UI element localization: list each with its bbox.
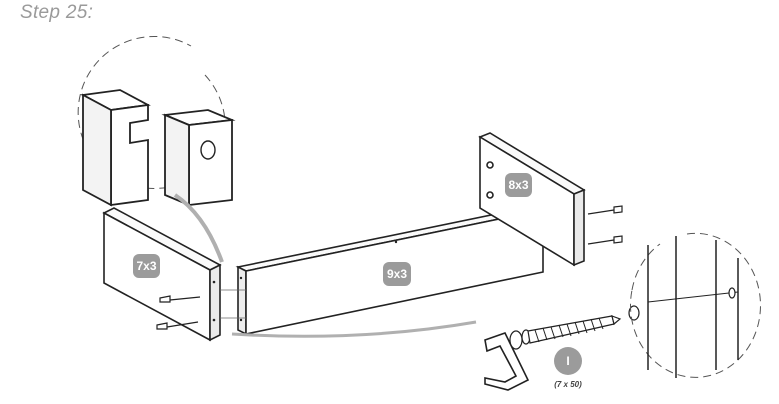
left-panel-badge xyxy=(133,254,160,278)
right-side-panel xyxy=(478,132,586,267)
front-panel-badge xyxy=(383,262,411,286)
right-panel-screws xyxy=(587,205,623,245)
left-panel-label: 7x3 xyxy=(136,259,156,273)
detail-callout-notch xyxy=(77,36,236,263)
hardware-badge xyxy=(554,347,582,375)
right-panel-badge xyxy=(505,173,532,197)
dowel-screw xyxy=(509,315,622,350)
right-panel-label: 8x3 xyxy=(508,178,528,192)
hole-detail-right xyxy=(728,287,736,299)
front-panel-label: 9x3 xyxy=(387,267,407,281)
left-panel-screws xyxy=(156,295,201,330)
hardware-size: (7 x 50) xyxy=(554,380,582,389)
drilled-board-detail xyxy=(161,109,236,207)
left-side-panel xyxy=(102,207,222,342)
step-title: Step 25: xyxy=(20,2,94,23)
detail-callout-hole xyxy=(630,232,761,378)
hex-key-tool xyxy=(484,332,530,391)
hole-detail xyxy=(200,140,216,160)
hardware-label: I xyxy=(566,354,569,368)
callout-pointer xyxy=(173,193,224,263)
bottom-pointer xyxy=(231,320,477,338)
notched-board-detail xyxy=(80,89,151,207)
